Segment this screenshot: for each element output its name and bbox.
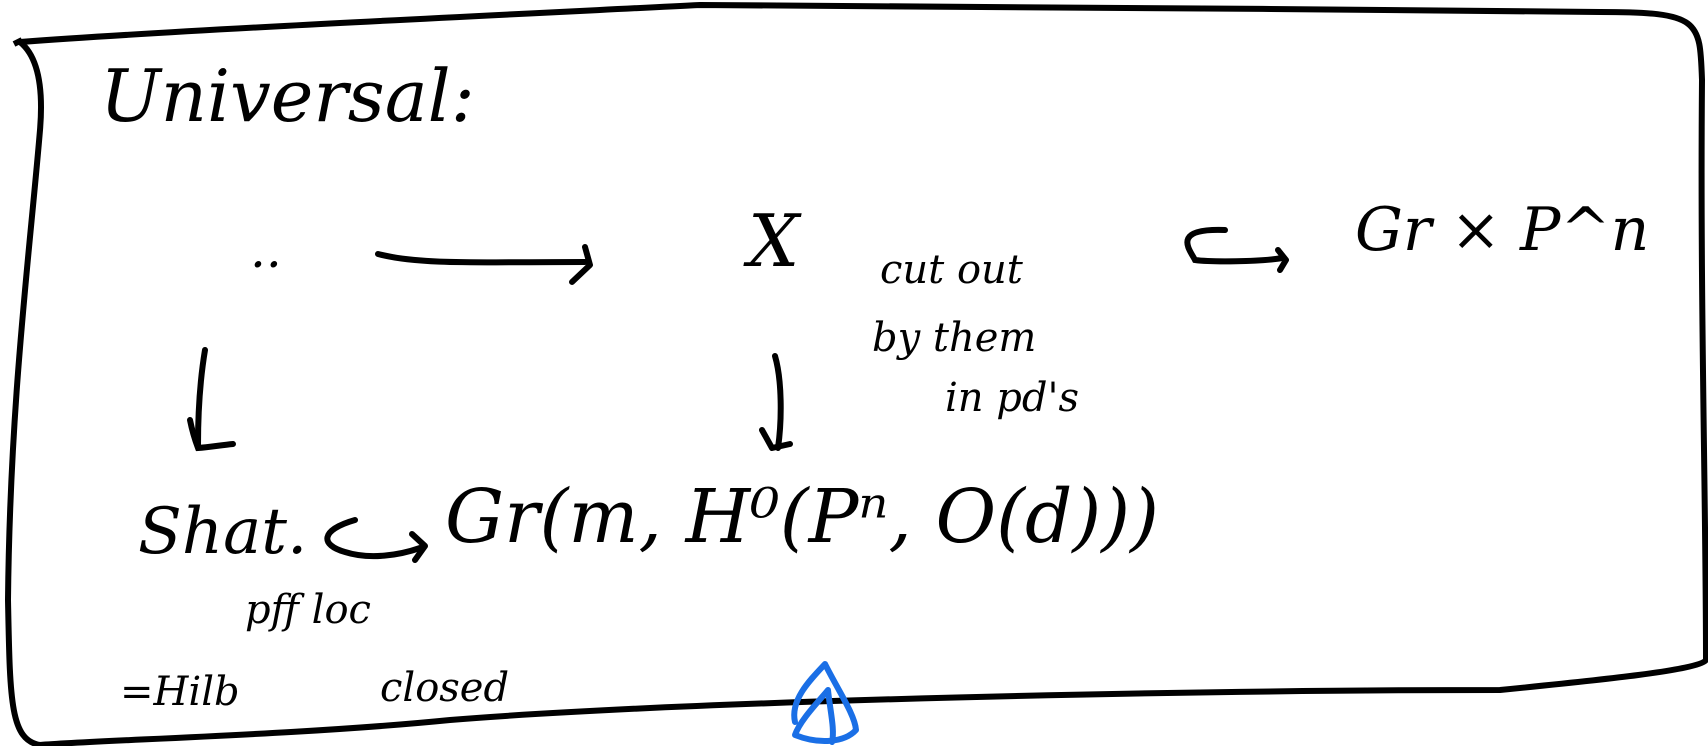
- note-pff-loc: pff loc: [245, 587, 371, 633]
- down-arrow-left: [195, 347, 208, 448]
- x-label: X: [748, 199, 800, 283]
- dots-label: ..: [250, 221, 282, 279]
- hook-arrow-top: [1184, 226, 1285, 265]
- blue-scribble: [791, 661, 859, 745]
- grassmannian-product: Gr × P^n: [1355, 195, 1650, 265]
- arrow-dots-to-x: [375, 251, 588, 266]
- frame-border: [5, 2, 1708, 746]
- shat-label: Shat.: [138, 495, 308, 569]
- left-l-label: L: [175, 400, 202, 440]
- note-line-2: by them: [872, 315, 1037, 361]
- hook-arrow-bottom: [324, 517, 423, 560]
- title: Universal:: [100, 54, 475, 138]
- note-line-1: cut out: [880, 247, 1023, 293]
- down-arrow-x: [772, 353, 784, 451]
- note-line-3: in pd's: [945, 375, 1080, 421]
- note-closed: closed: [380, 665, 510, 711]
- hilb-label: =Hilb: [120, 669, 240, 715]
- grassmannian-bottom: Gr(m, H⁰(Pⁿ, O(d))): [445, 474, 1159, 560]
